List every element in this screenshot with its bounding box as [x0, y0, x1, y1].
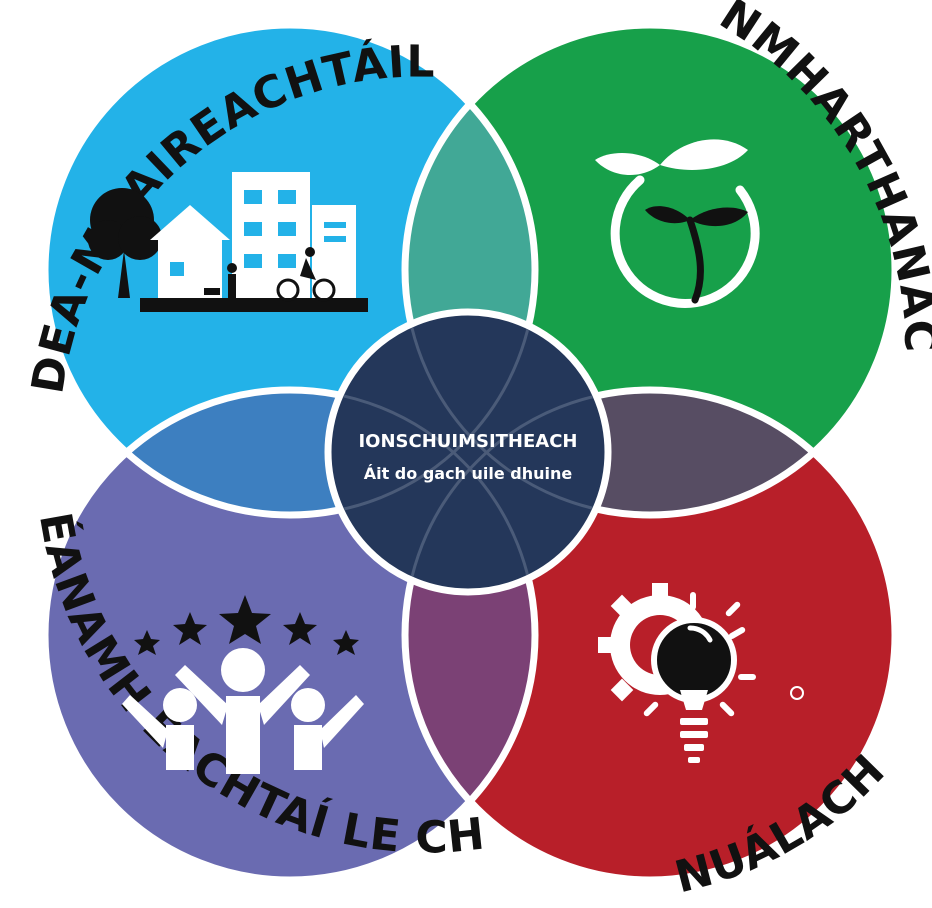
center-hub: IONSCHUIMSITHEACH Áit do gach uile dhuin…: [324, 308, 612, 596]
city-life-icon: [88, 172, 368, 312]
celebrating-people-icon: [122, 595, 364, 774]
center-subtitle: Áit do gach uile dhuine: [364, 464, 573, 483]
sprout-icon: [595, 139, 760, 308]
center-title: IONSCHUIMSITHEACH: [358, 431, 577, 452]
innovation-bulb-icon: [598, 583, 804, 763]
